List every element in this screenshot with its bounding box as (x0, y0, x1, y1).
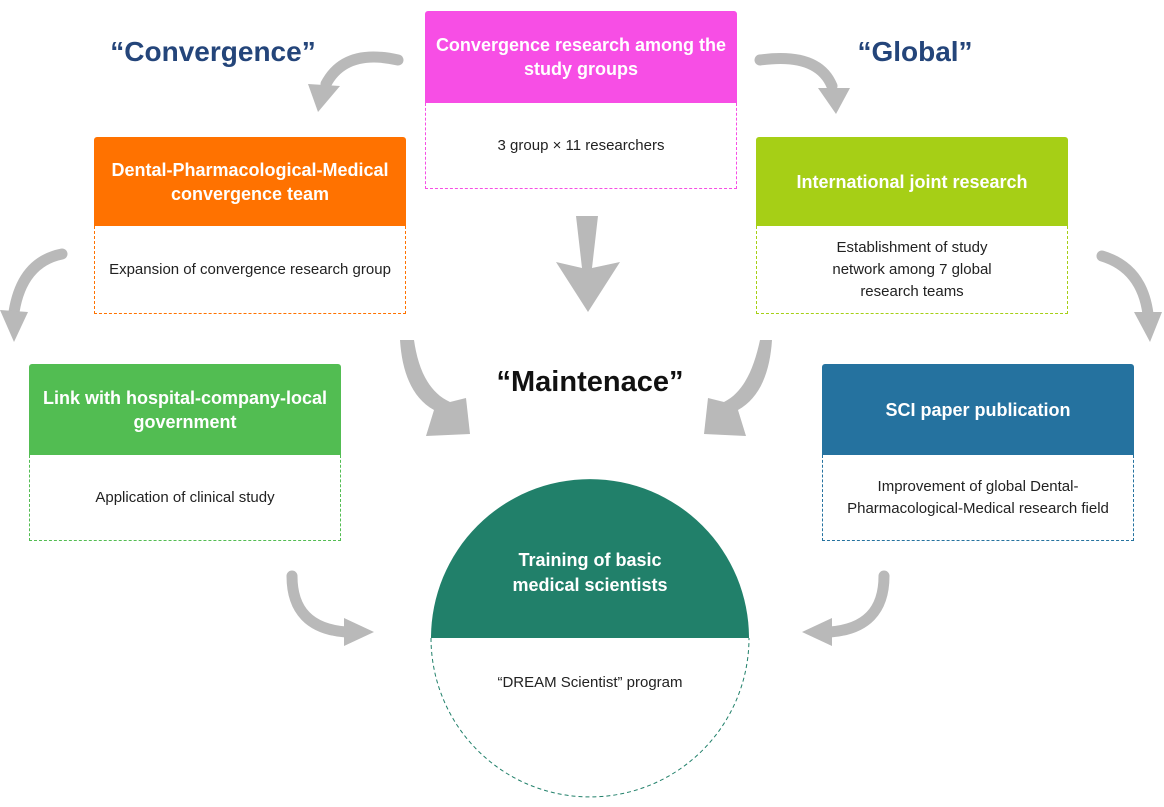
center-circle-top (431, 479, 749, 638)
box-dental-team-title: Dental-Pharmacological-Medical convergen… (94, 137, 406, 226)
box-convergence-research-title: Convergence research among the study gro… (425, 11, 737, 103)
curved-arrow-bottom-left (286, 570, 374, 646)
keyword-global: “Global” (857, 36, 973, 67)
center-circle-title: Training of basic medical scientists (512, 550, 668, 595)
box-dental-team: Dental-Pharmacological-Medical convergen… (94, 137, 406, 314)
box-international-research-text: Establishment of study network among 7 g… (756, 226, 1068, 314)
curved-arrow-bottom-right (802, 570, 890, 646)
big-arrow-right (704, 340, 772, 436)
box-convergence-research: Convergence research among the study gro… (425, 11, 737, 189)
box-hospital-link-text: Application of clinical study (29, 455, 341, 541)
box-sci-paper-text: Improvement of global Dental-Pharmacolog… (822, 455, 1134, 541)
curved-arrow-top-left (308, 51, 404, 112)
keyword-maintenance: “Maintenace” (496, 366, 684, 398)
box-international-research: International joint research Establishme… (756, 137, 1068, 314)
center-circle-text: “DREAM Scientist” program (497, 674, 683, 691)
down-arrow-center (556, 216, 620, 312)
center-circle-bottom-outline (430, 637, 750, 798)
box-sci-paper: SCI paper publication Improvement of glo… (822, 364, 1134, 541)
box-dental-team-text: Expansion of convergence research group (94, 226, 406, 314)
box-hospital-link-title: Link with hospital-company-local governm… (29, 364, 341, 455)
curved-arrow-top-right (754, 52, 850, 114)
box-convergence-research-text: 3 group × 11 researchers (425, 103, 737, 189)
keyword-convergence: “Convergence” (110, 36, 316, 67)
big-arrow-left (400, 340, 470, 436)
box-hospital-link: Link with hospital-company-local governm… (29, 364, 341, 541)
curved-arrow-left-mid (0, 248, 68, 342)
curved-arrow-right-mid (1096, 250, 1162, 342)
box-international-research-title: International joint research (756, 137, 1068, 226)
box-sci-paper-title: SCI paper publication (822, 364, 1134, 455)
